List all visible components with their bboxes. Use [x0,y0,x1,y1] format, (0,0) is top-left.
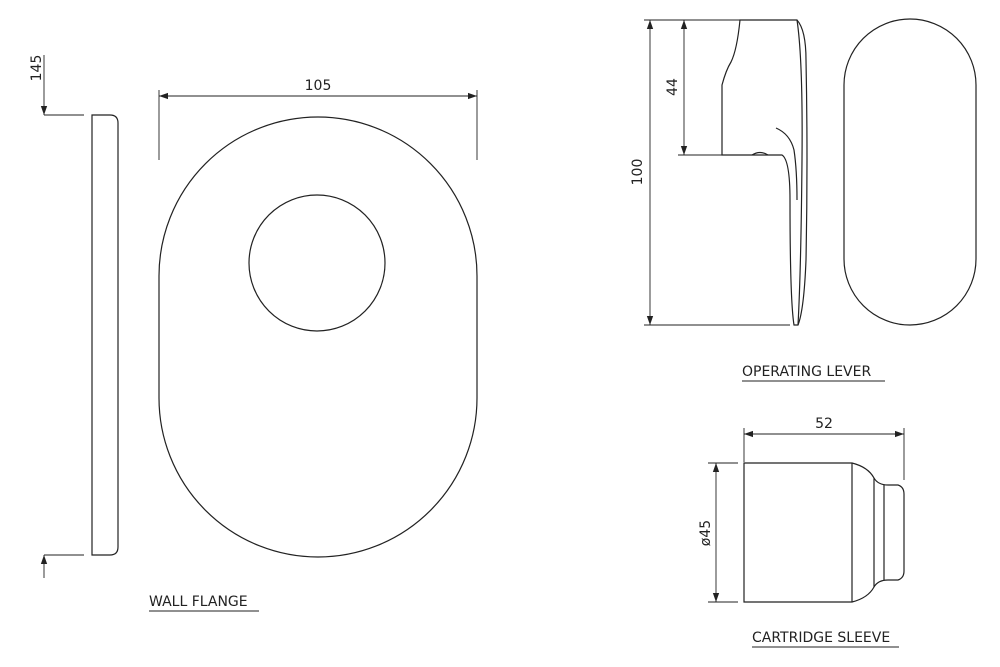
lever-height-label: 100 [630,159,646,186]
flange-height-label: 145 [29,55,45,82]
sleeve-body [743,462,905,603]
wall-flange-side-profile [91,114,119,556]
wall-flange-front-view [158,116,478,558]
cartridge-sleeve-title: CARTRIDGE SLEEVE [752,630,890,646]
operating-lever-title: OPERATING LEVER [742,364,871,380]
lever-inner-line [796,19,803,326]
sleeve-width-label: 52 [815,416,833,432]
cartridge-sleeve-group: 52 ø45 CARTRIDGE SLEEVE [698,416,905,648]
lever-side-profile [721,19,808,326]
flange-width-label: 105 [305,78,332,94]
wall-flange-hole [248,194,386,332]
lever-front-view [843,18,977,326]
sleeve-diam-label: ø45 [698,520,714,546]
wall-flange-title: WALL FLANGE [149,594,248,610]
lever-hook-curve [775,127,798,201]
lever-upper-label: 44 [665,78,681,96]
operating-lever-group: 100 44 OPERATING LEVER [630,18,977,382]
wall-flange-group: 145 105 WALL FLANGE [29,55,478,612]
lever-nub [751,151,769,156]
